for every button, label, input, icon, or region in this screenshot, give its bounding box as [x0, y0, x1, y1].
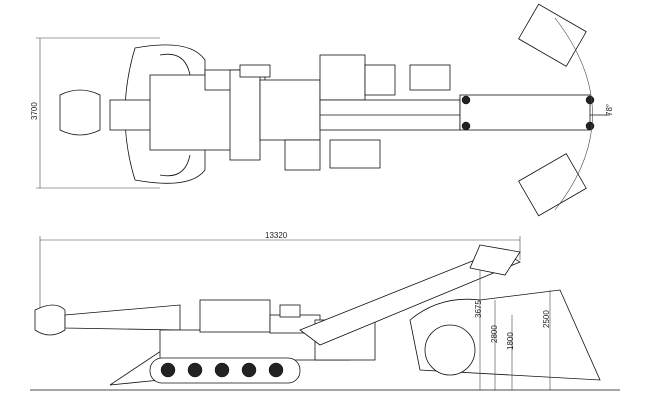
swing-arc	[554, 17, 593, 211]
cutter-boom	[64, 304, 181, 331]
body-component	[319, 54, 366, 101]
width-dimension-label: 3700	[30, 102, 39, 120]
body-component	[279, 304, 301, 318]
cutter-head	[59, 89, 101, 136]
body-component	[364, 64, 396, 96]
body-component	[199, 299, 271, 333]
height-label-1800: 1800	[506, 332, 515, 350]
conveyor-tail	[459, 94, 591, 131]
body-component	[259, 79, 321, 141]
body-component	[329, 139, 381, 169]
height-label-3675: 3675	[474, 300, 483, 318]
length-dimension-label: 13320	[265, 231, 288, 240]
swing-angle-label: 78°	[605, 104, 614, 116]
body-component	[284, 139, 321, 171]
height-label-2500: 2500	[542, 310, 551, 328]
car-wheel	[424, 324, 476, 376]
track-wheels	[160, 362, 284, 378]
top-view: 3700 78°	[30, 3, 614, 217]
conveyor-tail-upper	[518, 3, 587, 67]
gathering-arms	[159, 53, 191, 177]
side-cutter-head	[34, 304, 66, 336]
conveyor-tail-lower	[518, 153, 587, 217]
conveyor-discharge	[469, 244, 521, 276]
side-view: 13320 3675 2800 1800 2500	[30, 231, 620, 391]
side-conveyor	[299, 249, 521, 346]
height-label-2800: 2800	[490, 325, 499, 343]
body-component	[409, 64, 451, 91]
body-component	[239, 64, 271, 78]
body-component	[229, 69, 261, 161]
